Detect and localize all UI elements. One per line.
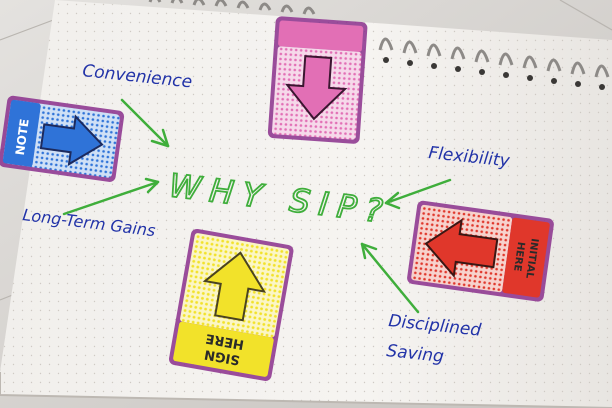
arrow-down-icon (285, 55, 348, 121)
note-flag: NOTE (0, 95, 125, 182)
sign-here-line2: HERE (205, 330, 246, 351)
arrow-up-icon (202, 251, 267, 322)
initial-here-line2: HERE (511, 241, 526, 272)
sign-here-flag: SIGN HERE (168, 228, 294, 382)
arrow-right-icon (39, 114, 104, 167)
arrow-left-icon (424, 218, 499, 279)
note-flag-label: NOTE (13, 118, 32, 156)
pink-flag (267, 16, 368, 144)
sign-here-line1: SIGN (203, 346, 241, 367)
spiral-binding-icon (148, 0, 610, 78)
initial-here-flag: INITIAL HERE (407, 200, 554, 302)
green-arrows (62, 98, 452, 314)
